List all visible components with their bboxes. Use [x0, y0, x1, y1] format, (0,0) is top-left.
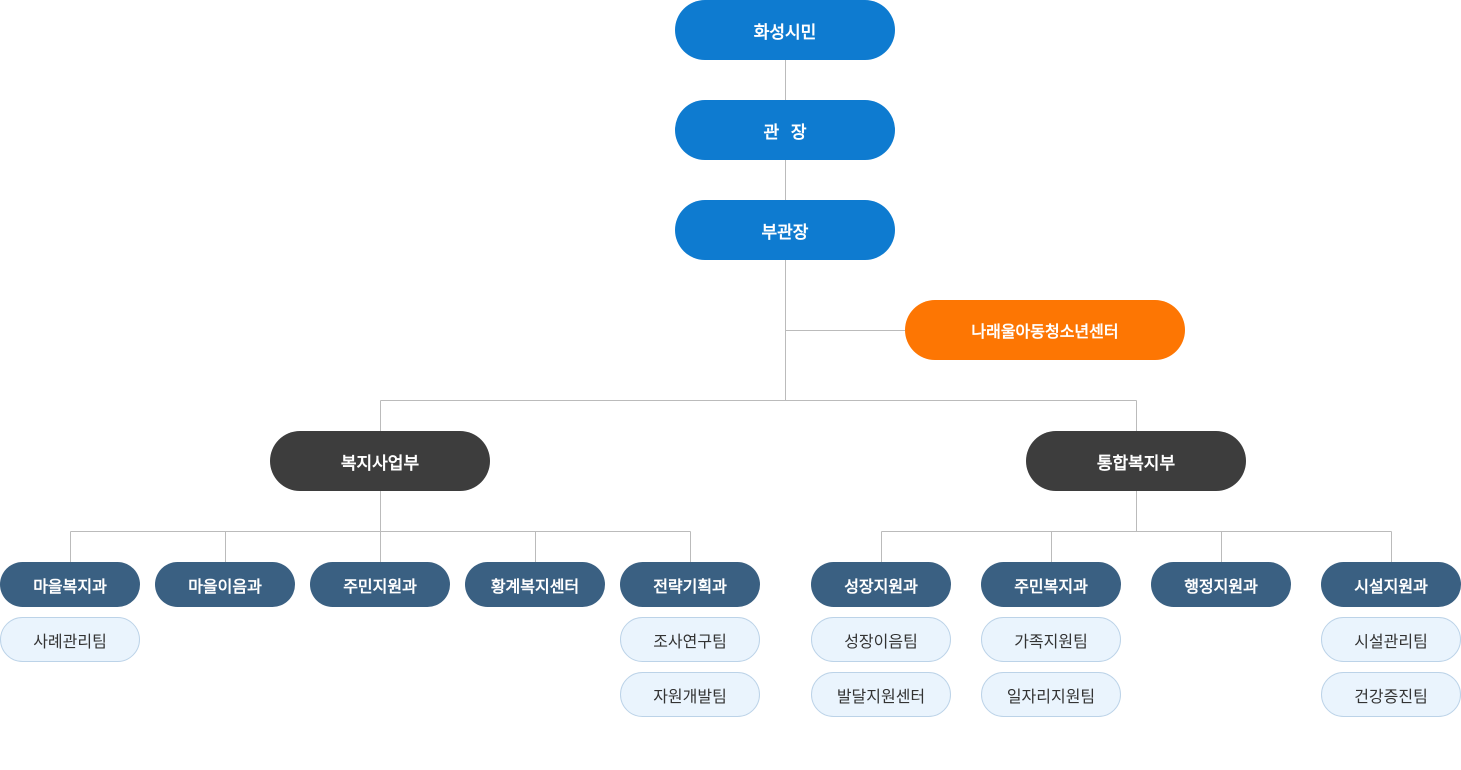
- node-team[interactable]: 사례관리팀: [0, 617, 140, 662]
- node-team[interactable]: 성장이음팀: [811, 617, 951, 662]
- node-team[interactable]: 건강증진팀: [1321, 672, 1461, 717]
- node-team[interactable]: 조사연구팀: [620, 617, 760, 662]
- node-team-label: 건강증진팀: [1354, 686, 1428, 706]
- node-team[interactable]: 가족지원팀: [981, 617, 1121, 662]
- node-division[interactable]: 시설지원과: [1321, 562, 1461, 607]
- node-deputy-director[interactable]: 부관장: [675, 200, 895, 260]
- node-division-label: 시설지원과: [1354, 576, 1428, 596]
- node-division[interactable]: 마을복지과: [0, 562, 140, 607]
- node-division[interactable]: 주민복지과: [981, 562, 1121, 607]
- node-deputy-director-label: 부관장: [761, 222, 809, 243]
- node-team[interactable]: 발달지원센터: [811, 672, 951, 717]
- node-team-label: 사례관리팀: [33, 631, 107, 651]
- node-division-label: 전략기획과: [653, 576, 727, 596]
- node-division-label: 마을이음과: [188, 576, 262, 596]
- node-division-label: 마을복지과: [33, 576, 107, 596]
- node-division[interactable]: 황계복지센터: [465, 562, 605, 607]
- node-division-label: 황계복지센터: [490, 576, 580, 596]
- node-division[interactable]: 주민지원과: [310, 562, 450, 607]
- node-division[interactable]: 마을이음과: [155, 562, 295, 607]
- node-division[interactable]: 성장지원과: [811, 562, 951, 607]
- node-citizens[interactable]: 화성시민: [675, 0, 895, 60]
- node-team-label: 일자리지원팀: [1006, 686, 1096, 706]
- node-team[interactable]: 시설관리팀: [1321, 617, 1461, 662]
- node-youth-center[interactable]: 나래울아동청소년센터: [905, 300, 1185, 360]
- node-team[interactable]: 자원개발팀: [620, 672, 760, 717]
- node-dept-integrated-welfare[interactable]: 통합복지부: [1026, 431, 1246, 491]
- node-team-label: 시설관리팀: [1354, 631, 1428, 651]
- node-youth-center-label: 나래울아동청소년센터: [971, 322, 1119, 341]
- node-team[interactable]: 일자리지원팀: [981, 672, 1121, 717]
- node-dept-welfare-business-label: 복지사업부: [340, 453, 420, 474]
- node-team-label: 가족지원팀: [1014, 631, 1088, 651]
- node-division-label: 주민지원과: [343, 576, 417, 596]
- node-team-label: 성장이음팀: [844, 631, 918, 651]
- node-team-label: 조사연구팀: [653, 631, 727, 651]
- node-division[interactable]: 전략기획과: [620, 562, 760, 607]
- node-division-label: 성장지원과: [844, 576, 918, 596]
- node-team-label: 자원개발팀: [653, 686, 727, 706]
- node-team-label: 발달지원센터: [836, 686, 926, 706]
- node-dept-integrated-welfare-label: 통합복지부: [1096, 453, 1176, 474]
- node-director-label: 관 장: [763, 122, 807, 143]
- node-director[interactable]: 관 장: [675, 100, 895, 160]
- node-division[interactable]: 행정지원과: [1151, 562, 1291, 607]
- node-dept-welfare-business[interactable]: 복지사업부: [270, 431, 490, 491]
- node-division-label: 행정지원과: [1184, 576, 1258, 596]
- node-division-label: 주민복지과: [1014, 576, 1088, 596]
- node-citizens-label: 화성시민: [753, 22, 817, 43]
